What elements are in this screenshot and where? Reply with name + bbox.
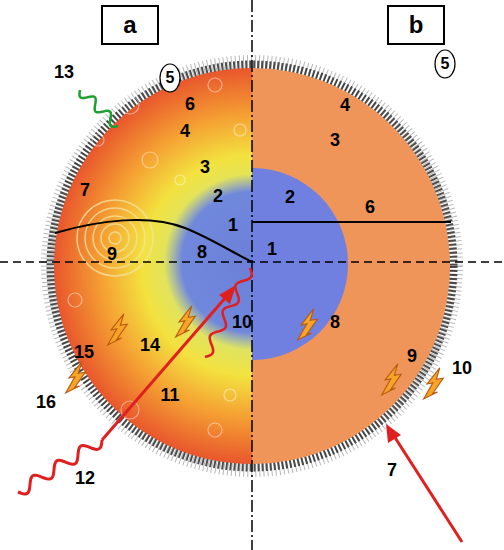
node-text: a — [123, 13, 136, 37]
callout-number: 1 — [228, 216, 238, 234]
callout-number: 10 — [232, 313, 252, 331]
callout-number: 16 — [36, 393, 56, 411]
node-text: 5 — [166, 70, 175, 86]
rings — [77, 200, 153, 276]
callout-number: 4 — [340, 96, 350, 114]
callout-number: 9 — [107, 245, 117, 263]
node-text: 5 — [441, 56, 450, 72]
callout-number: 4 — [180, 122, 190, 140]
right-hemisphere — [252, 68, 450, 464]
callout-number: 6 — [185, 95, 195, 113]
callout-number: 9 — [407, 347, 417, 365]
callout-number: 7 — [387, 461, 397, 479]
wavy-ray — [79, 90, 118, 127]
callout-number: 13 — [54, 63, 74, 81]
energy-symbols — [66, 306, 444, 399]
callout-ellipse: 5 — [159, 63, 181, 93]
axis-line — [0, 261, 504, 263]
callout-number: 10 — [452, 359, 472, 377]
callout-number: 15 — [74, 343, 94, 361]
callout-number: 3 — [200, 158, 210, 176]
node-text: b — [409, 13, 424, 37]
callout-number: 7 — [80, 181, 90, 199]
callout-ellipse: 5 — [434, 49, 456, 79]
wavy-ray — [205, 268, 252, 357]
callout-number: 12 — [75, 469, 95, 487]
callout-number: 11 — [160, 386, 179, 404]
callout-number: 3 — [330, 131, 340, 149]
callout-number: 2 — [285, 188, 295, 206]
panel-letter: a — [101, 5, 159, 45]
panel-letter: b — [387, 5, 445, 45]
callout-number: 14 — [140, 336, 160, 354]
callout-number: 8 — [330, 313, 340, 331]
callout-number: 2 — [213, 187, 223, 205]
boundary-line — [252, 221, 451, 223]
arrowhead — [219, 285, 236, 304]
wavy-ray — [18, 440, 102, 494]
ray — [394, 436, 462, 542]
right-core — [252, 168, 348, 360]
callout-number: 8 — [197, 243, 207, 261]
callout-number: 6 — [365, 198, 375, 216]
boundary-line — [55, 220, 252, 262]
arrowhead — [386, 424, 401, 443]
craters — [68, 78, 246, 437]
ray — [102, 297, 226, 440]
callout-number: 1 — [267, 240, 277, 258]
left-hemisphere — [54, 68, 252, 464]
